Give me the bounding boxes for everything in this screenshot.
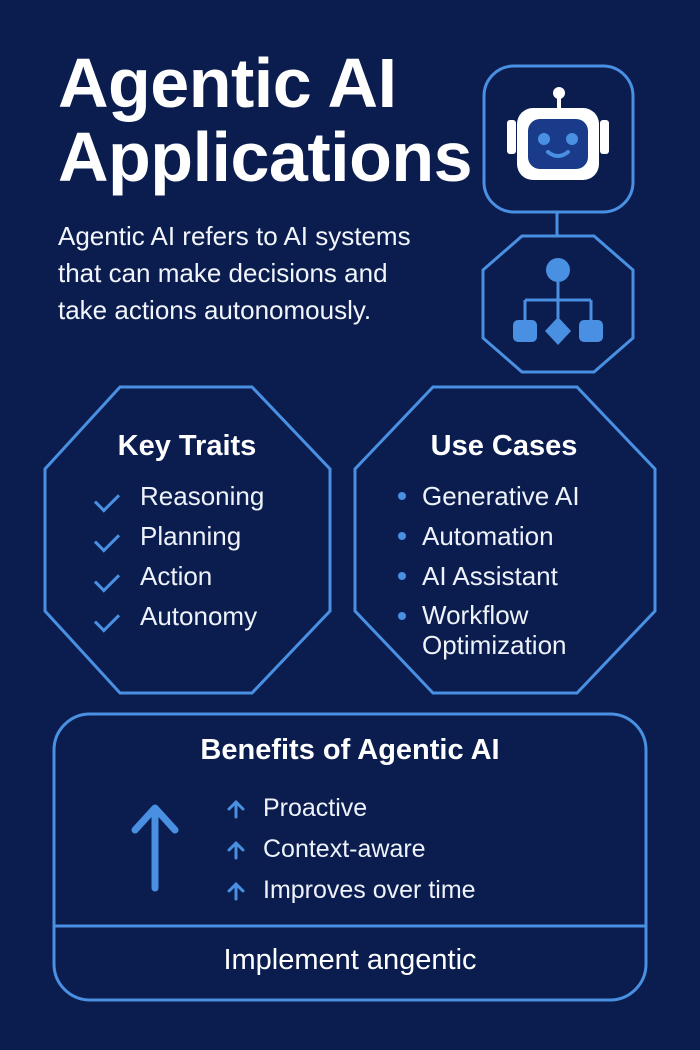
list-item: Automation	[398, 516, 628, 556]
use-cases-panel	[353, 385, 657, 695]
key-traits-title: Key Traits	[117, 430, 257, 462]
check-icon	[93, 606, 121, 633]
benefits-panel	[52, 712, 648, 1002]
robot-icon	[482, 64, 635, 214]
list-item: Context-aware	[226, 829, 476, 870]
list-item: Action	[93, 556, 264, 596]
list-item: AI Assistant	[398, 556, 628, 596]
list-item: Autonomy	[93, 596, 264, 636]
hierarchy-icon	[481, 234, 635, 374]
use-cases-title: Use Cases	[430, 430, 578, 462]
list-item: Improves over time	[226, 870, 476, 911]
benefits-list: Proactive Context-aware Improves over ti…	[226, 788, 476, 911]
bullet-dot	[398, 492, 406, 500]
key-traits-panel	[43, 385, 332, 695]
bullet-dot	[398, 612, 406, 620]
list-item: Planning	[93, 516, 264, 556]
list-item: Generative AI	[398, 476, 628, 516]
check-icon	[93, 566, 121, 593]
page-title: Agentic AI Applications	[58, 44, 473, 196]
list-item: Reasoning	[93, 476, 264, 516]
description: Agentic AI refers to AI systems that can…	[58, 221, 411, 325]
arrow-up-icon	[131, 804, 179, 892]
list-item: Proactive	[226, 788, 476, 829]
benefits-title: Benefits of Agentic AI	[200, 734, 500, 766]
arrow-up-small-icon	[227, 841, 245, 860]
use-cases-list: Generative AI Automation AI Assistant Wo…	[398, 476, 628, 660]
bullet-dot	[398, 572, 406, 580]
arrow-up-small-icon	[227, 882, 245, 901]
check-icon	[93, 526, 121, 553]
check-icon	[93, 486, 121, 513]
bullet-dot	[398, 532, 406, 540]
key-traits-list: Reasoning Planning Action Autonomy	[93, 476, 264, 636]
implement-label[interactable]: Implement angentic	[223, 944, 477, 976]
arrow-up-small-icon	[227, 800, 245, 819]
list-item: Workflow Optimization	[398, 600, 628, 660]
